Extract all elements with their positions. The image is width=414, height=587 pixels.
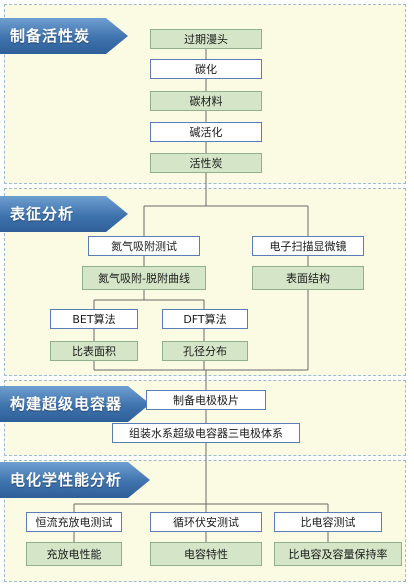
- electro-cv-test: 循环伏安测试: [150, 512, 262, 532]
- electro-gcd-test: 恒流充放电测试: [26, 512, 122, 532]
- char-sem: 电子扫描显微镜: [252, 236, 364, 256]
- electro-gcd-performance: 充放电性能: [26, 542, 122, 566]
- stage-title-characterization: 表征分析: [0, 196, 128, 232]
- char-specific-surface-area: 比表面积: [50, 341, 138, 361]
- electro-capacitance-retention: 比电容及容量保持率: [274, 542, 402, 566]
- char-n2-adsorption-test: 氮气吸附测试: [88, 236, 200, 256]
- char-n2-isotherm-curve: 氮气吸附-脱附曲线: [82, 266, 206, 290]
- electro-capacitance-test: 比电容测试: [274, 512, 382, 532]
- char-bet-method: BET算法: [50, 309, 138, 329]
- build-three-electrode-system: 组装水系超级电容器三电极体系: [112, 423, 300, 443]
- char-surface-structure: 表面结构: [252, 266, 364, 290]
- electro-capacitive-behavior: 电容特性: [150, 542, 262, 566]
- stage-title-build: 构建超级电容器: [0, 386, 150, 422]
- stage-title-prep: 制备活性炭: [0, 18, 128, 54]
- char-dft-method: DFT算法: [162, 309, 248, 329]
- prep-step-alkali-activation: 碱活化: [150, 122, 262, 142]
- prep-step-carbon-material: 碳材料: [150, 91, 262, 111]
- stage-title-electrochem: 电化学性能分析: [0, 462, 150, 498]
- prep-step-activated-carbon: 活性炭: [150, 153, 262, 173]
- prep-step-expired-bun: 过期漫头: [150, 29, 262, 49]
- build-electrode-prep: 制备电极极片: [146, 390, 266, 410]
- prep-step-carbonization: 碳化: [150, 59, 262, 79]
- char-pore-size-distribution: 孔径分布: [162, 341, 248, 361]
